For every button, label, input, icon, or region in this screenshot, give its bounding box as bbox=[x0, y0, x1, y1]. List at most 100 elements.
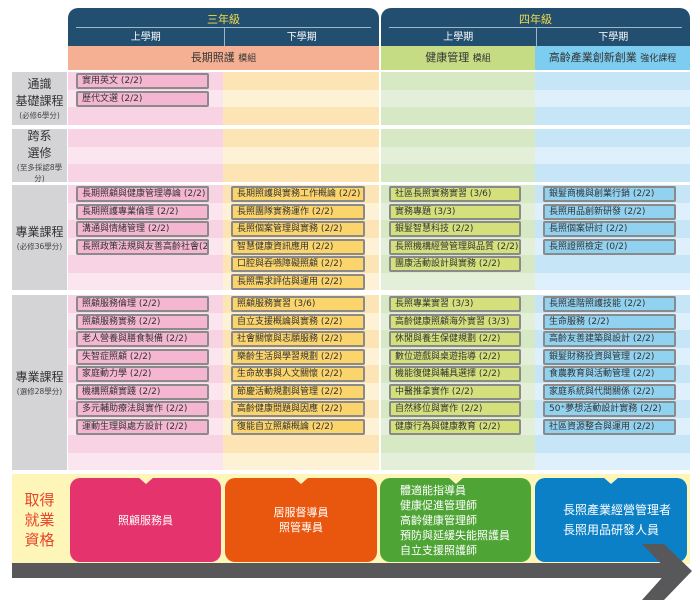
credit-note: (必修6學分) bbox=[19, 111, 60, 120]
row-stripe bbox=[381, 89, 535, 107]
semester-column: 實用英文 (2/2)歷代文選 (2/2) bbox=[68, 72, 223, 125]
course-box[interactable]: 復能自立照顧概論 (2/2) bbox=[231, 418, 365, 435]
course-box[interactable]: 長照團隊實務運作 (2/2) bbox=[231, 203, 365, 220]
course-box[interactable]: 高齡健康照顧海外實習 (3/3) bbox=[389, 313, 521, 330]
course-box[interactable]: 長期照護與實務工作概論 (2/2) bbox=[231, 186, 365, 202]
course-box[interactable]: 歷代文選 (2/2) bbox=[76, 90, 209, 107]
row-stripe bbox=[381, 146, 535, 164]
job-title: 照管專員 bbox=[279, 521, 323, 534]
course-box[interactable]: 銀髮商機與創業行銷 (2/2) bbox=[543, 186, 676, 202]
row-stripe bbox=[381, 435, 535, 453]
semester-column: 長照進階照護技能 (2/2)生命服務 (2/2)高齡友善建築與設計 (2/2)銀… bbox=[535, 295, 690, 470]
course-box[interactable]: 照顧服務實習 (3/6) bbox=[231, 296, 365, 312]
course-box[interactable]: 長照證照檢定 (0/2) bbox=[543, 238, 676, 255]
divider bbox=[76, 27, 371, 28]
row-stripe bbox=[68, 435, 223, 453]
course-box[interactable]: 智慧健康資訊應用 (2/2) bbox=[231, 238, 365, 255]
semester-column: 社區長照實務實習 (3/6)實務專題 (3/3)銀髮智慧科技 (2/2)長照機構… bbox=[381, 185, 535, 290]
course-box[interactable]: 生命故事與人文關懷 (2/2) bbox=[231, 366, 365, 382]
course-box[interactable]: 溝通與情緒管理 (2/2) bbox=[76, 221, 209, 237]
course-box[interactable]: 節慶活動規劃與管理 (2/2) bbox=[231, 383, 365, 400]
semester-label: 下學期 bbox=[223, 28, 380, 48]
semester-column bbox=[223, 72, 379, 125]
row-stripe bbox=[535, 129, 690, 147]
course-box[interactable]: 長照需求評估與運用 (2/2) bbox=[231, 273, 365, 290]
course-box[interactable]: 老人營養與膳食製備 (2/2) bbox=[76, 331, 209, 347]
row-stripe bbox=[68, 452, 223, 470]
course-box[interactable]: 社區長照實務實習 (3/6) bbox=[389, 186, 521, 202]
course-box[interactable]: 團康活動設計與實務 (2/2) bbox=[389, 256, 521, 272]
semester-column bbox=[68, 129, 223, 182]
course-box[interactable]: 長照個案研討 (2/2) bbox=[543, 221, 676, 237]
module-name: 高齡產業創新創業 bbox=[548, 51, 637, 64]
notch bbox=[137, 477, 154, 484]
course-box[interactable]: 高齡健康問題與因應 (2/2) bbox=[231, 401, 365, 417]
course-box[interactable]: 失智症照顧 (2/2) bbox=[76, 348, 209, 365]
course-box[interactable]: 銀髮財務投資與管理 (2/2) bbox=[543, 348, 676, 365]
course-box[interactable]: 長照政策法規與友善高齡社會(2/2) bbox=[76, 238, 209, 255]
course-box[interactable]: 自然移位與實作 (2/2) bbox=[389, 401, 521, 417]
credit-note: (選修28學分) bbox=[16, 386, 63, 396]
row-stripe bbox=[535, 164, 690, 182]
section-label: 跨系選修(至多採認8學分) bbox=[12, 129, 67, 183]
course-box[interactable]: 長照用品創新研發 (2/2) bbox=[543, 203, 676, 220]
row-stripe bbox=[68, 164, 223, 182]
course-box[interactable]: 照顧服務實務 (2/2) bbox=[76, 313, 209, 330]
course-box[interactable]: 長照機構經營管理與品質 (2/2) bbox=[389, 238, 521, 255]
section-label: 專業課程 (選修28學分) bbox=[12, 295, 67, 470]
module-header: 健康管理 模組 bbox=[381, 46, 535, 70]
year-header: 四年級上學期下學期 bbox=[381, 8, 690, 48]
course-box[interactable]: 樂齡生活與學習規劃 (2/2) bbox=[231, 348, 365, 365]
course-box[interactable]: 50⁺夢想活動設計實務 (2/2) bbox=[543, 401, 676, 417]
row-stripe bbox=[223, 435, 379, 453]
row-stripe bbox=[535, 89, 690, 107]
row-stripe bbox=[535, 72, 690, 90]
course-box[interactable]: 長照進階照護技能 (2/2) bbox=[543, 296, 676, 312]
row-stripe bbox=[223, 146, 379, 164]
course-box[interactable]: 銀髮智慧科技 (2/2) bbox=[389, 221, 521, 237]
course-box[interactable]: 高齡友善建築與設計 (2/2) bbox=[543, 331, 676, 347]
course-box[interactable]: 自立支援概論與實務 (2/2) bbox=[231, 313, 365, 330]
semester-label: 上學期 bbox=[130, 32, 161, 43]
course-box[interactable]: 長期照護專業倫理 (2/2) bbox=[76, 203, 209, 220]
notch bbox=[447, 477, 464, 484]
course-box[interactable]: 多元輔助療法與實作 (2/2) bbox=[76, 401, 209, 417]
course-box[interactable]: 社區資源整合與運用 (2/2) bbox=[543, 418, 676, 435]
course-box[interactable]: 家庭系統與代間關係 (2/2) bbox=[543, 383, 676, 400]
course-box[interactable]: 機能復健與輔具選擇 (2/2) bbox=[389, 366, 521, 382]
row-stripe bbox=[381, 452, 535, 470]
course-box[interactable]: 健康行為與健康教育 (2/2) bbox=[389, 418, 521, 435]
course-box[interactable]: 實務專題 (3/3) bbox=[389, 203, 521, 220]
job-title: 長照用品研發人員 bbox=[563, 523, 660, 537]
course-box[interactable]: 食農教育與活動管理 (2/2) bbox=[543, 366, 676, 382]
course-box[interactable]: 口腔與吞嚥障礙照顧 (2/2) bbox=[231, 256, 365, 272]
row-stripe bbox=[381, 129, 535, 147]
section-label: 通識基礎課程(必修6學分) bbox=[12, 72, 67, 125]
divider bbox=[389, 27, 682, 28]
course-box[interactable]: 休閒與養生保健規劃 (2/2) bbox=[389, 331, 521, 347]
row-stripe bbox=[223, 129, 379, 147]
course-box[interactable]: 長照專業實習 (3/3) bbox=[389, 296, 521, 312]
qualification-card: 長照產業經營管理者長照用品研發人員 bbox=[535, 477, 687, 562]
course-box[interactable]: 生命服務 (2/2) bbox=[543, 313, 676, 330]
course-box[interactable]: 機構照顧實踐 (2/2) bbox=[76, 383, 209, 400]
course-box[interactable]: 社會關懷與志願服務 (2/2) bbox=[231, 331, 365, 347]
row-stripe bbox=[535, 272, 690, 290]
course-box[interactable]: 運動生理與處方設計 (2/2) bbox=[76, 418, 209, 435]
course-box[interactable]: 實用英文 (2/2) bbox=[76, 73, 209, 89]
row-stripe bbox=[68, 129, 223, 147]
course-box[interactable]: 數位遊戲與桌遊指導 (2/2) bbox=[389, 348, 521, 365]
job-title: 自立支援照護師 bbox=[400, 543, 477, 557]
module-header: 長期照護 模組 bbox=[68, 46, 379, 70]
course-box[interactable]: 照顧服務倫理 (2/2) bbox=[76, 296, 209, 312]
course-box[interactable]: 中醫推拿實作 (2/2) bbox=[389, 383, 521, 400]
course-box[interactable]: 家庭動力學 (2/2) bbox=[76, 366, 209, 382]
course-box[interactable]: 長照個案管理與實務 (2/2) bbox=[231, 221, 365, 237]
course-box[interactable]: 長期照顧與健康管理導論 (2/2) bbox=[76, 186, 209, 202]
module-suffix: 強化課程 bbox=[640, 54, 677, 64]
row-stripe bbox=[381, 107, 535, 125]
section-title: 專業課程 bbox=[15, 369, 64, 384]
row-stripe bbox=[535, 107, 690, 125]
qualification-label-line: 資格 bbox=[24, 531, 55, 549]
year-label: 三年級 bbox=[207, 13, 240, 26]
